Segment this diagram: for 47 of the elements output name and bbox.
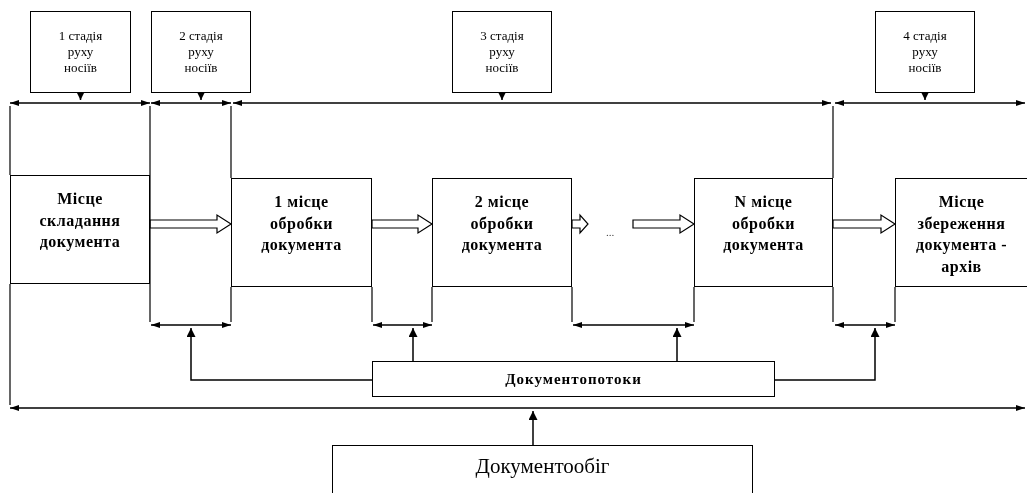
connector-line bbox=[149, 105, 151, 323]
connector-line bbox=[571, 286, 573, 323]
bus-bar bbox=[10, 405, 1025, 411]
stage-box: 4 стадія руху носіїв bbox=[875, 11, 975, 93]
connector-line bbox=[693, 286, 695, 323]
flow-box: Документопотоки bbox=[372, 361, 775, 397]
bus-bar bbox=[835, 100, 1025, 106]
connector-line bbox=[371, 286, 373, 323]
circulation-box: Документообіг bbox=[332, 445, 753, 493]
arrow bbox=[186, 327, 373, 381]
bus-bar bbox=[835, 322, 895, 328]
bus-bar bbox=[233, 100, 831, 106]
connector-line bbox=[894, 286, 896, 323]
ellipsis-text: ... bbox=[606, 226, 615, 238]
bus-bar bbox=[10, 100, 150, 106]
block-arrow bbox=[149, 213, 233, 235]
arrow bbox=[672, 327, 682, 362]
process-box: N місце обробки документа bbox=[694, 178, 833, 287]
arrow bbox=[196, 91, 206, 101]
bus-bar bbox=[151, 322, 231, 328]
bus-bar bbox=[573, 322, 694, 328]
connector-line bbox=[9, 283, 11, 406]
arrow bbox=[774, 327, 880, 381]
arrow bbox=[408, 327, 418, 362]
connector-line bbox=[431, 286, 433, 323]
arrow bbox=[528, 410, 538, 446]
bus-bar bbox=[373, 322, 432, 328]
bus-bar bbox=[151, 100, 231, 106]
stage-box: 1 стадія руху носіїв bbox=[30, 11, 131, 93]
connector-line bbox=[230, 286, 232, 323]
process-box: Місце збереження документа - архів bbox=[895, 178, 1027, 287]
block-arrow bbox=[571, 213, 589, 235]
connector-line bbox=[832, 286, 834, 323]
block-arrow bbox=[632, 213, 696, 235]
arrow bbox=[76, 91, 85, 101]
block-arrow bbox=[832, 213, 897, 235]
stage-box: 2 стадія руху носіїв bbox=[151, 11, 251, 93]
connector-line bbox=[9, 105, 11, 176]
arrow bbox=[497, 91, 507, 101]
connector-line bbox=[832, 105, 834, 179]
process-box: 1 місце обробки документа bbox=[231, 178, 372, 287]
connector-line bbox=[230, 105, 232, 179]
process-box: Місце складання документа bbox=[10, 175, 150, 284]
arrow bbox=[920, 91, 930, 101]
process-box: 2 місце обробки документа bbox=[432, 178, 572, 287]
block-arrow bbox=[371, 213, 434, 235]
stage-box: 3 стадія руху носіїв bbox=[452, 11, 552, 93]
